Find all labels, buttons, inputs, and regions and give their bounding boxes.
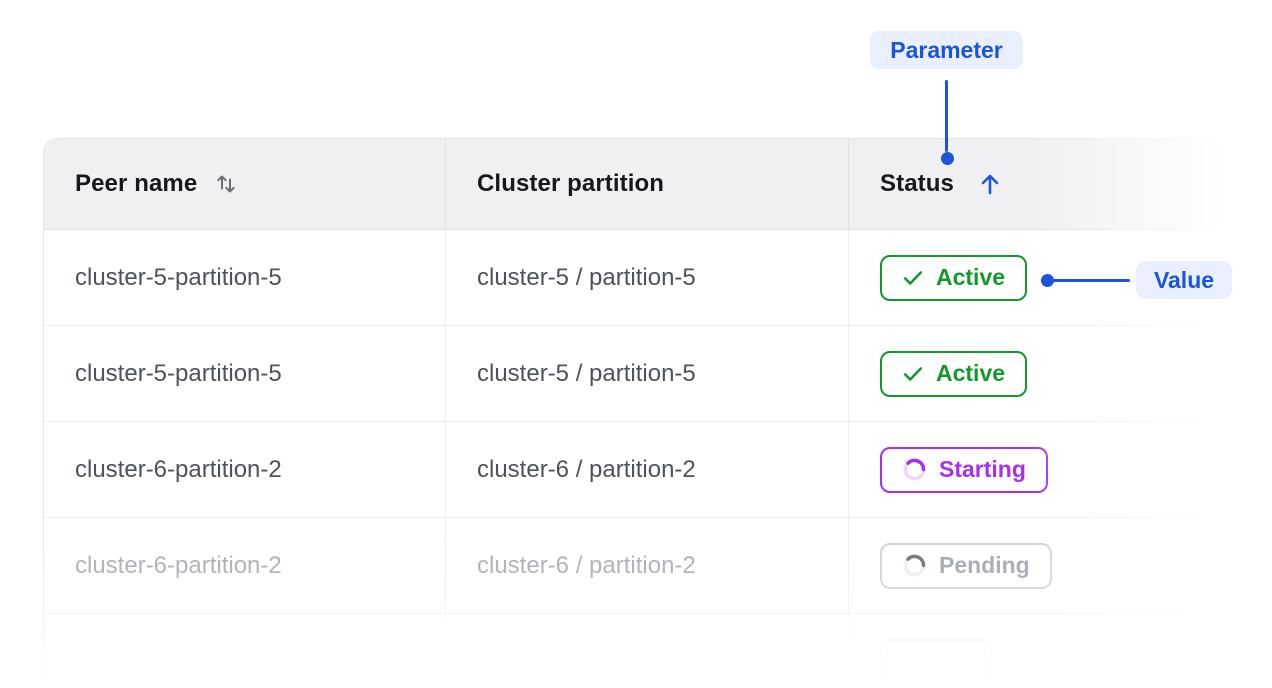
cell-cluster-partition: cluster-6 / partition-2	[446, 518, 849, 613]
parameter-connector-line	[945, 80, 948, 152]
table-row[interactable]: cluster-6-partition-2 cluster-6 / partit…	[44, 422, 1222, 518]
value-connector-dot	[1041, 274, 1054, 287]
parameter-annotation-pill: Parameter	[870, 31, 1023, 69]
cell-peer-name	[44, 614, 446, 688]
cell-peer-name: cluster-6-partition-2	[44, 518, 446, 613]
parameter-annotation-label: Parameter	[890, 36, 1003, 63]
table-row[interactable]	[44, 614, 1222, 688]
value-annotation-pill: Value	[1136, 261, 1232, 299]
column-header-cluster-partition[interactable]: Cluster partition	[446, 139, 849, 229]
value-connector-line	[1053, 279, 1130, 282]
parameter-connector-dot	[941, 152, 954, 165]
table-row[interactable]: cluster-6-partition-2 cluster-6 / partit…	[44, 518, 1222, 614]
column-header-label: Cluster partition	[477, 170, 665, 197]
check-icon	[903, 366, 923, 381]
sort-both-icon	[217, 175, 236, 193]
cell-cluster-partition: cluster-6 / partition-2	[446, 422, 849, 517]
cell-status: Pending	[849, 518, 1222, 613]
status-badge-label: Starting	[939, 456, 1026, 482]
cell-peer-name: cluster-6-partition-2	[44, 422, 446, 517]
cell-status	[849, 614, 1222, 688]
spinner-icon	[903, 458, 926, 481]
cell-cluster-partition	[446, 614, 849, 688]
column-header-peer-name[interactable]: Peer name	[44, 139, 446, 229]
cell-peer-name: cluster-5-partition-5	[44, 326, 446, 421]
status-badge-pending: Pending	[880, 542, 1052, 589]
cell-status: Starting	[849, 422, 1222, 517]
column-header-status[interactable]: Status	[849, 139, 1222, 229]
spinner-icon	[903, 554, 926, 577]
value-annotation-label: Value	[1153, 266, 1215, 293]
column-header-label: Status	[880, 170, 954, 197]
column-header-label: Peer name	[75, 170, 198, 197]
status-badge-label: Active	[936, 360, 1006, 386]
table-row[interactable]: cluster-5-partition-5 cluster-5 / partit…	[44, 230, 1222, 326]
cell-peer-name: cluster-5-partition-5	[44, 230, 446, 325]
status-badge-active: Active	[880, 254, 1028, 301]
cell-cluster-partition: cluster-5 / partition-5	[446, 230, 849, 325]
table-header-row: Peer name Cluster partition Status	[44, 139, 1222, 230]
status-badge-label: Pending	[939, 552, 1030, 578]
peers-table: Peer name Cluster partition Status	[43, 138, 1223, 688]
status-badge-label: Active	[936, 264, 1006, 290]
status-badge	[880, 638, 992, 685]
check-icon	[903, 270, 923, 285]
status-badge-starting: Starting	[880, 446, 1048, 493]
cell-status: Active	[849, 230, 1222, 325]
sort-ascending-icon	[981, 174, 999, 195]
table-row[interactable]: cluster-5-partition-5 cluster-5 / partit…	[44, 326, 1222, 422]
cell-status: Active	[849, 326, 1222, 421]
status-badge-active: Active	[880, 350, 1028, 397]
cell-cluster-partition: cluster-5 / partition-5	[446, 326, 849, 421]
